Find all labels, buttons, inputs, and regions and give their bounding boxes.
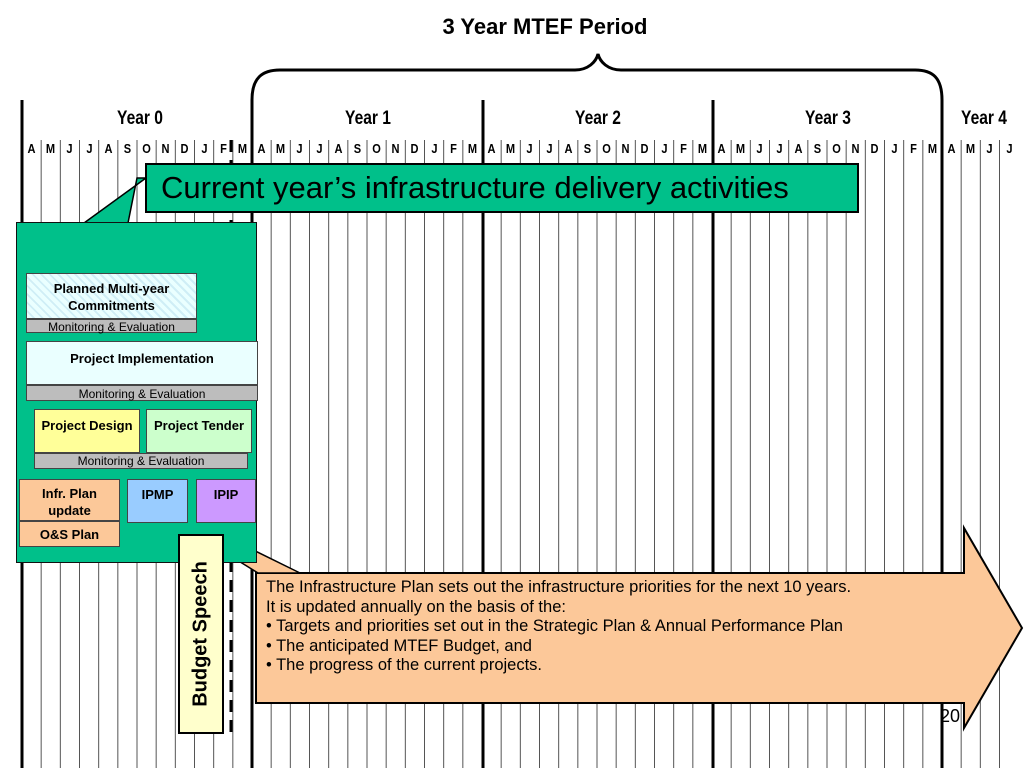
month-label: S (583, 141, 592, 156)
month-label: N (851, 141, 860, 156)
current-year-banner: Current year’s infrastructure delivery a… (145, 163, 859, 213)
month-label: A (564, 141, 573, 156)
month-label: S (813, 141, 822, 156)
year-label: Year 3 (805, 108, 851, 129)
page-number: 20 (940, 706, 961, 726)
info-text: The Infrastructure Plan sets out the inf… (256, 572, 966, 702)
month-label: F (449, 141, 457, 156)
infra-plan-update-box: Infr. Plan update (19, 479, 120, 521)
month-label: A (334, 141, 343, 156)
month-label: J (775, 141, 783, 156)
month-label: D (640, 141, 649, 156)
month-label: J (756, 141, 763, 156)
month-label: J (890, 141, 898, 156)
month-label: A (947, 141, 956, 156)
month-label: O (142, 141, 151, 156)
month-label: F (679, 141, 687, 156)
monitoring-evaluation-bar: Monitoring & Evaluation (34, 453, 248, 469)
month-label: D (180, 141, 189, 156)
year-label: Year 4 (961, 108, 1007, 129)
month-label: F (909, 141, 917, 156)
mtef-brace (250, 53, 944, 101)
info-arrow (255, 524, 1024, 732)
month-label: N (391, 141, 400, 156)
month-label: N (161, 141, 170, 156)
month-label: J (1005, 141, 1013, 156)
year-label: Year 1 (345, 108, 391, 129)
ipmp-box: IPMP (127, 479, 188, 523)
month-label: J (200, 141, 208, 156)
activity-panel: Planned Multi-year Commitments Monitorin… (16, 222, 258, 563)
year-label: Year 2 (575, 108, 621, 129)
month-label: M (467, 141, 478, 156)
month-label: J (526, 141, 533, 156)
month-label: J (545, 141, 553, 156)
month-label: N (621, 141, 630, 156)
month-label: J (660, 141, 668, 156)
ipip-box: IPIP (196, 479, 256, 523)
project-design-box: Project Design (34, 409, 140, 453)
monitoring-evaluation-bar: Monitoring & Evaluation (26, 319, 197, 334)
project-tender-box: Project Tender (146, 409, 252, 453)
month-label: A (104, 141, 113, 156)
info-line: The Infrastructure Plan sets out the inf… (266, 578, 852, 596)
month-label: A (717, 141, 726, 156)
month-label: A (257, 141, 266, 156)
month-label: A (794, 141, 803, 156)
info-bullet: • The progress of the current projects. (266, 656, 543, 674)
month-label: O (372, 141, 381, 156)
month-label: M (237, 141, 248, 156)
month-label: J (85, 141, 93, 156)
project-implementation-box: Project Implementation (26, 341, 258, 385)
month-label: M (506, 141, 516, 156)
month-label: M (276, 141, 286, 156)
month-label: J (296, 141, 303, 156)
month-label: D (870, 141, 879, 156)
planned-commitments-box: Planned Multi-year Commitments (26, 273, 197, 319)
mtef-title: 3 Year MTEF Period (442, 14, 648, 39)
month-label: O (832, 141, 841, 156)
os-plan-box: O&S Plan (19, 521, 120, 547)
month-label: D (410, 141, 419, 156)
budget-speech-label: Budget Speech (189, 561, 212, 707)
budget-speech-box: Budget Speech (178, 534, 224, 734)
month-label: J (66, 141, 73, 156)
info-bullet: • The anticipated MTEF Budget, and (266, 636, 532, 655)
month-label: M (736, 141, 746, 156)
month-label: J (430, 141, 438, 156)
month-label: M (927, 141, 938, 156)
month-label: A (487, 141, 496, 156)
month-label: S (353, 141, 362, 156)
info-bullet: • Targets and priorities set out in the … (266, 617, 843, 635)
month-label: J (986, 141, 993, 156)
year-label: Year 0 (117, 108, 163, 129)
info-line: It is updated annually on the basis of t… (266, 597, 566, 616)
month-label: M (46, 141, 56, 156)
month-label: M (697, 141, 708, 156)
month-label: M (966, 141, 976, 156)
month-label: A (27, 141, 36, 156)
month-label: S (123, 141, 132, 156)
monitoring-evaluation-bar: Monitoring & Evaluation (26, 385, 258, 401)
month-label: O (602, 141, 611, 156)
month-label: J (315, 141, 323, 156)
month-label: F (219, 141, 227, 156)
